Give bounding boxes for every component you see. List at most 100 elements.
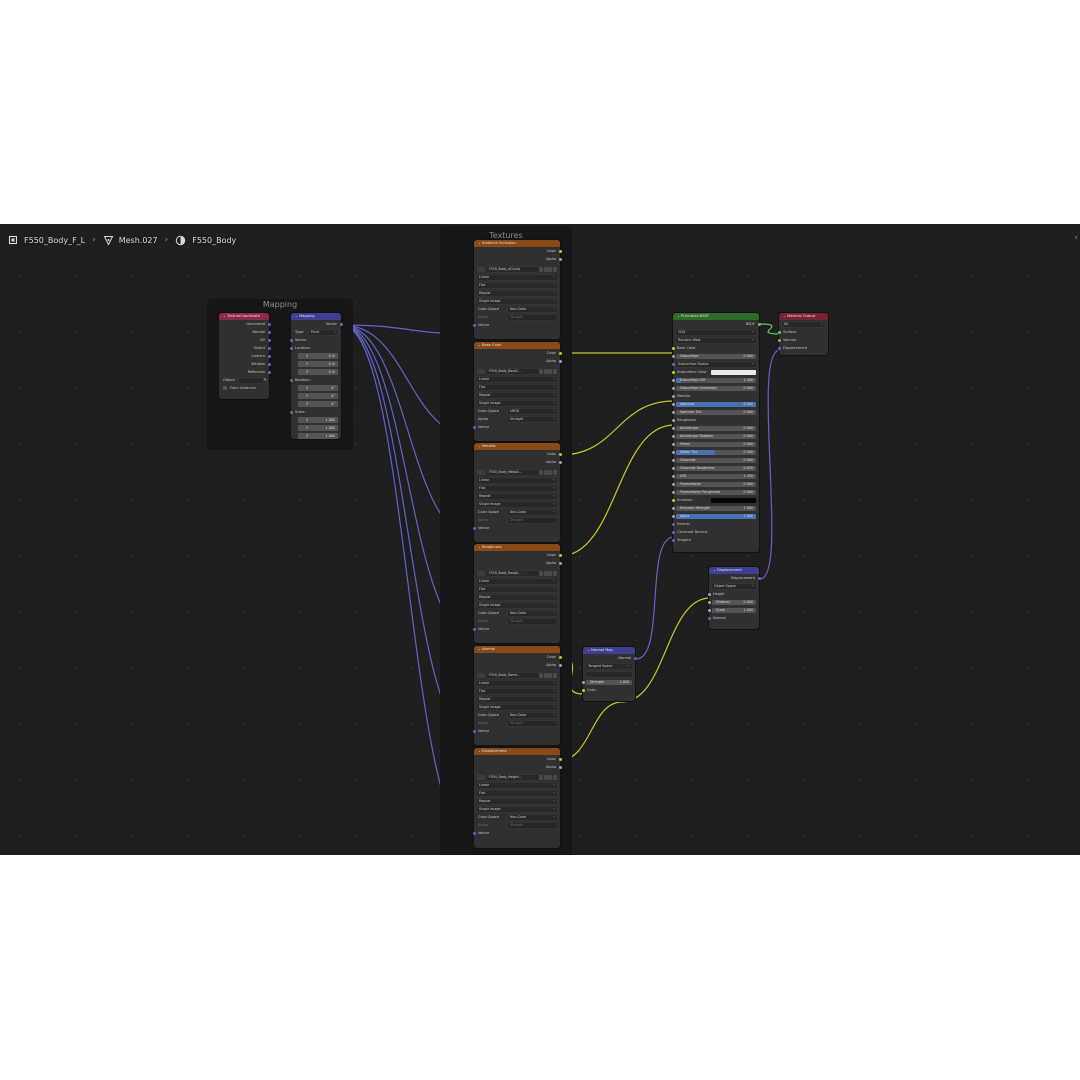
output-socket[interactable] (558, 561, 562, 565)
duplicate-icon[interactable] (543, 774, 548, 780)
source-dropdown[interactable]: Single Image (477, 501, 557, 507)
principled-bsdf-node[interactable]: Principled BSDF BSDF GGX Random Walk Bas… (671, 313, 761, 552)
projection-dropdown[interactable]: Flat (477, 384, 557, 390)
output-socket[interactable] (558, 765, 562, 769)
output-socket[interactable] (267, 346, 271, 350)
output-socket[interactable] (633, 656, 637, 660)
duplicate-icon[interactable] (543, 570, 548, 576)
source-dropdown[interactable]: Single Image (477, 400, 557, 406)
image-name-field[interactable]: F550_Body_Height... (487, 774, 539, 780)
input-socket[interactable] (472, 425, 476, 429)
color-swatch[interactable] (711, 497, 756, 503)
output-socket[interactable] (558, 460, 562, 464)
source-dropdown[interactable]: Single Image (477, 298, 557, 304)
input-socket[interactable] (671, 506, 675, 510)
output-socket[interactable] (558, 452, 562, 456)
uv-map-field[interactable] (586, 671, 632, 677)
image-browse-icon[interactable] (477, 672, 485, 678)
alpha-dropdown[interactable]: Straight (508, 517, 557, 523)
image-name-field[interactable]: F550_Body_AO.png (487, 266, 539, 272)
source-dropdown[interactable]: Single Image (477, 806, 557, 812)
object-field[interactable] (239, 377, 263, 383)
image-browse-icon[interactable] (477, 774, 485, 780)
fake-user-icon[interactable] (539, 570, 543, 576)
close-icon[interactable] (552, 368, 557, 374)
input-socket[interactable] (671, 362, 675, 366)
color-swatch[interactable] (711, 369, 756, 375)
subsurface-method-dropdown[interactable]: Random Walk (676, 337, 756, 343)
image-selector[interactable]: F550_Body_Norm... (477, 672, 557, 678)
input-socket[interactable] (581, 680, 585, 684)
image-selector[interactable]: F550_Body_BaseC... (477, 368, 557, 374)
interpolation-dropdown[interactable]: Linear (477, 578, 557, 584)
input-socket[interactable] (671, 522, 675, 526)
fake-user-icon[interactable] (539, 266, 543, 272)
from-instancer-row[interactable]: From Instancer (219, 384, 269, 392)
input-socket[interactable] (289, 378, 293, 382)
input-socket[interactable] (671, 378, 675, 382)
interpolation-dropdown[interactable]: Linear (477, 376, 557, 382)
image-name-field[interactable]: F550_Body_BaseC... (487, 368, 539, 374)
projection-dropdown[interactable]: Flat (477, 688, 557, 694)
close-icon[interactable] (552, 570, 557, 576)
image-texture-node[interactable]: MetallicColorAlphaF550_Body_Metalli...Li… (472, 443, 562, 542)
from-instancer-checkbox[interactable] (223, 386, 227, 390)
close-icon[interactable] (552, 774, 557, 780)
eyedropper-icon[interactable]: ✎ (263, 377, 267, 382)
open-folder-icon[interactable] (548, 266, 552, 272)
input-socket[interactable] (707, 592, 711, 596)
projection-dropdown[interactable]: Flat (477, 485, 557, 491)
colorspace-dropdown[interactable]: Non-Color (508, 712, 557, 718)
output-socket[interactable] (757, 576, 761, 580)
input-socket[interactable] (671, 490, 675, 494)
image-selector[interactable]: F550_Body_AO.png (477, 266, 557, 272)
colorspace-dropdown[interactable]: Non-Color (508, 509, 557, 515)
extension-dropdown[interactable]: Repeat (477, 392, 557, 398)
input-socket[interactable] (472, 627, 476, 631)
open-folder-icon[interactable] (548, 570, 552, 576)
output-socket[interactable] (757, 322, 761, 326)
input-socket[interactable] (671, 426, 675, 430)
fake-user-icon[interactable] (539, 672, 543, 678)
subsurface-radius-dropdown[interactable]: Subsurface Radius (676, 361, 756, 367)
image-name-field[interactable]: F550_Body_Norm... (487, 672, 539, 678)
input-socket[interactable] (671, 418, 675, 422)
alpha-dropdown[interactable]: Straight (508, 618, 557, 624)
type-dropdown[interactable]: Point (309, 329, 338, 335)
input-socket[interactable] (671, 530, 675, 534)
close-icon[interactable] (552, 469, 557, 475)
duplicate-icon[interactable] (543, 672, 548, 678)
image-texture-node[interactable]: NormalColorAlphaF550_Body_Norm...LinearF… (472, 646, 562, 745)
alpha-dropdown[interactable]: Straight (508, 416, 557, 422)
input-socket[interactable] (671, 442, 675, 446)
normal-map-node[interactable]: Normal Map Normal Tangent Space Strength… (581, 647, 637, 701)
input-socket[interactable] (671, 466, 675, 470)
image-browse-icon[interactable] (477, 570, 485, 576)
image-texture-node[interactable]: RoughnessColorAlphaF550_Body_Rough...Lin… (472, 544, 562, 643)
colorspace-dropdown[interactable]: Non-Color (508, 814, 557, 820)
open-folder-icon[interactable] (548, 368, 552, 374)
interpolation-dropdown[interactable]: Linear (477, 680, 557, 686)
input-socket[interactable] (472, 831, 476, 835)
image-texture-node[interactable]: Base ColorColorAlphaF550_Body_BaseC...Li… (472, 342, 562, 441)
image-selector[interactable]: F550_Body_Metalli... (477, 469, 557, 475)
sidebar-toggle-icon[interactable]: ‹ (1074, 233, 1078, 243)
interpolation-dropdown[interactable]: Linear (477, 477, 557, 483)
